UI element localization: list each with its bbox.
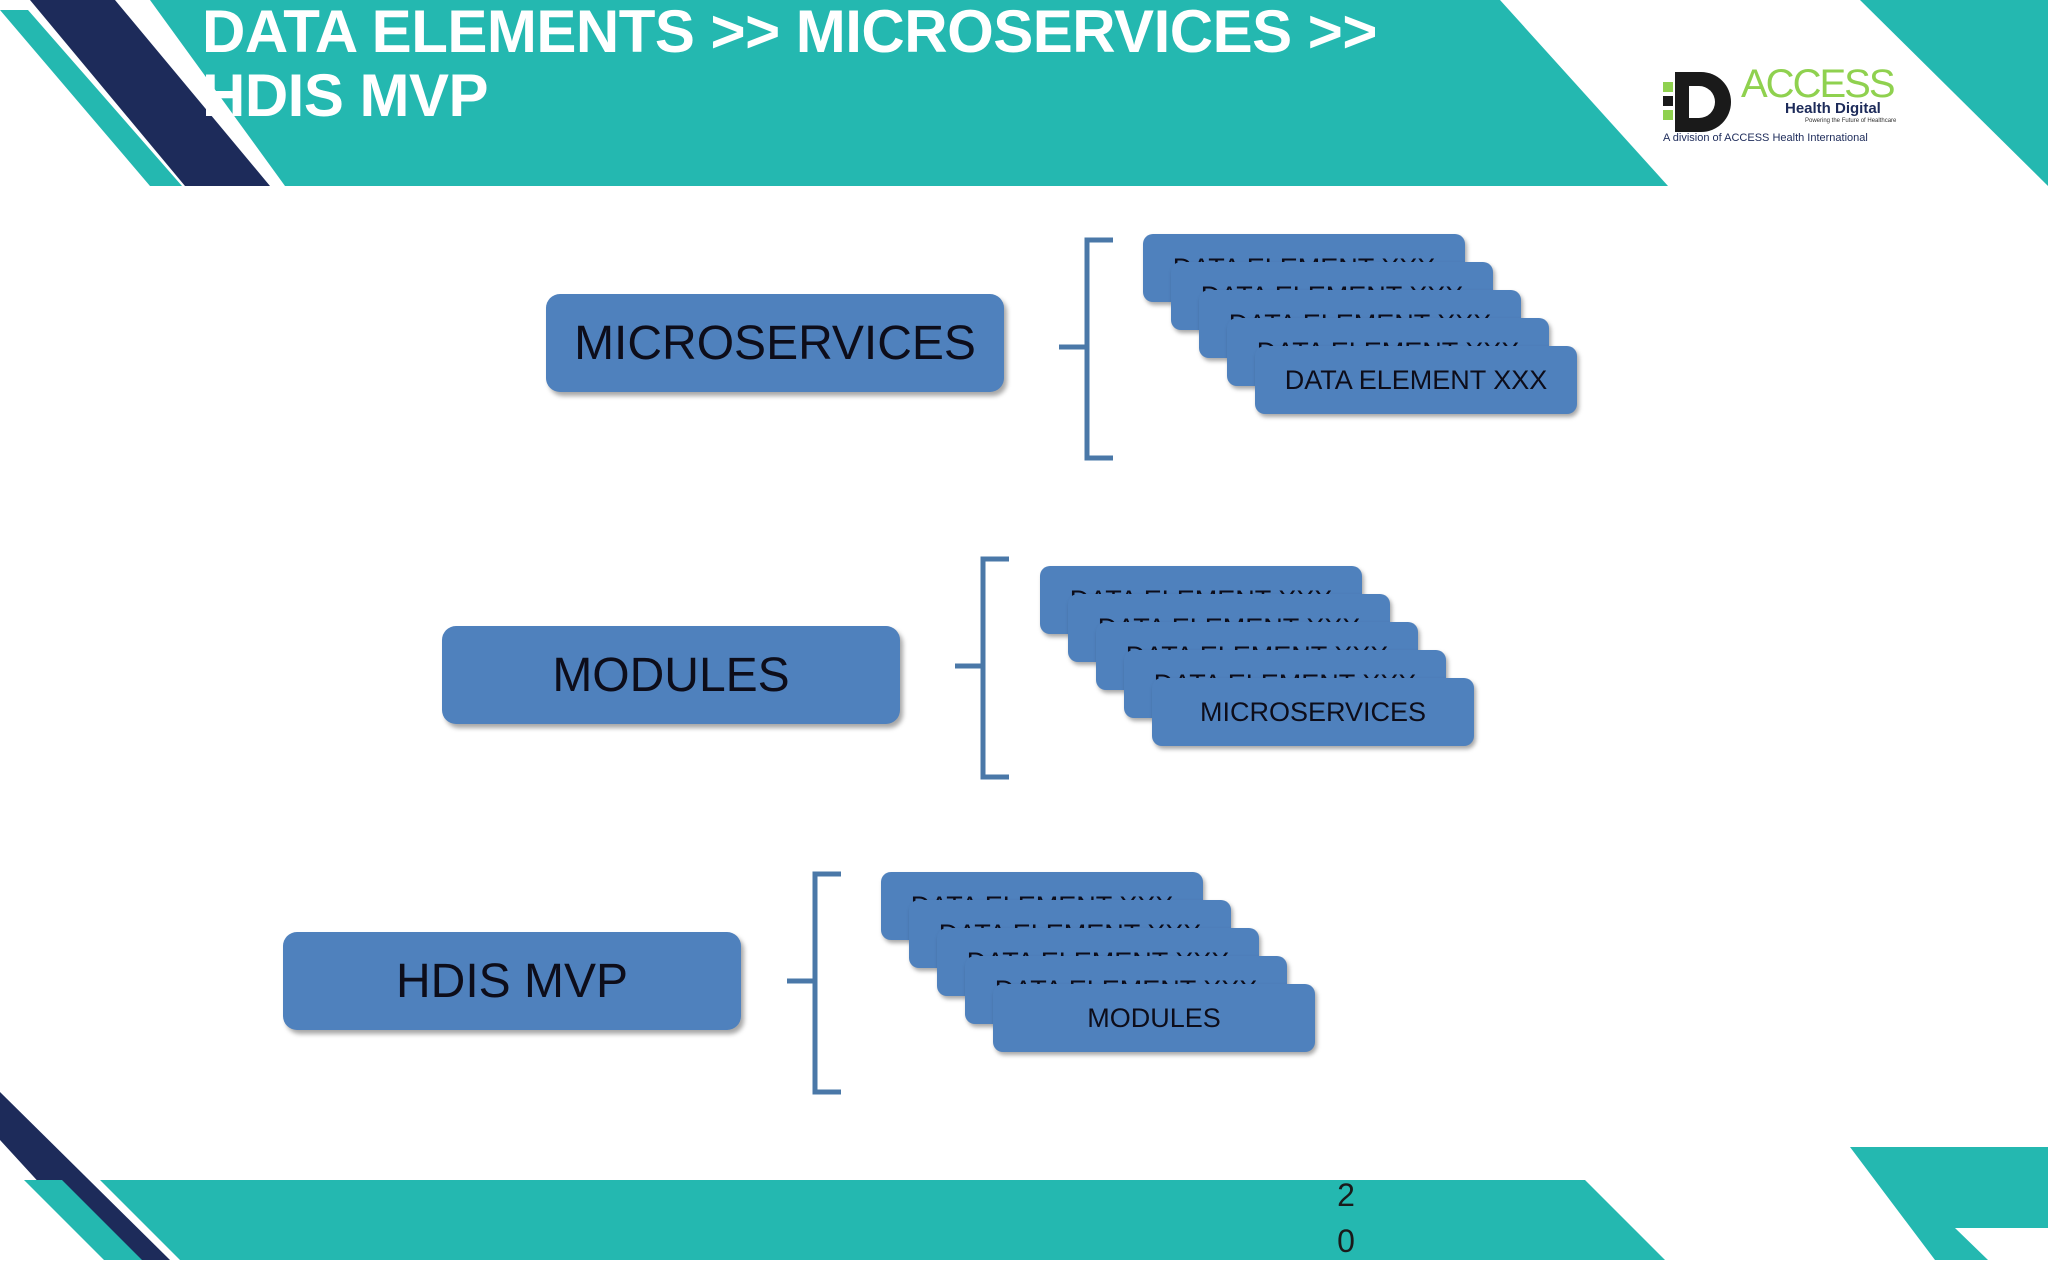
page-number: 20 <box>1337 1177 1355 1259</box>
modules-card: MODULES <box>993 984 1315 1052</box>
header-navy-stripe <box>30 0 270 186</box>
microservices-card: MICROSERVICES <box>1152 678 1474 746</box>
footer-teal-stripe <box>24 1180 142 1260</box>
footer-navy-stripe <box>0 1092 170 1260</box>
header-teal-band <box>150 0 1668 186</box>
modules-box: MODULES <box>442 626 900 724</box>
access-health-digital-logo: ACCESS Health Digital Powering the Futur… <box>1655 60 1915 160</box>
logo-tagline: Powering the Future of Healthcare <box>1805 118 1897 124</box>
corner-teal-shape <box>1860 0 2048 186</box>
footer-corner-shape <box>1850 1147 2048 1260</box>
microservices-bracket <box>1059 237 1113 461</box>
hd-logo-icon <box>1663 72 1731 132</box>
header-teal-stripe <box>0 10 182 186</box>
logo-wordmark: ACCESS <box>1741 62 1895 106</box>
hdis-mvp-bracket <box>787 871 841 1095</box>
logo-subtitle: Health Digital <box>1785 100 1881 117</box>
slide-title: DATA ELEMENTS >> MICROSERVICES >> HDIS M… <box>202 0 1377 129</box>
footer-teal-band <box>100 1180 1665 1260</box>
microservices-box: MICROSERVICES <box>546 294 1004 392</box>
logo-division: A division of ACCESS Health Internationa… <box>1663 132 1868 144</box>
data-element-card: DATA ELEMENT XXX <box>1255 346 1577 414</box>
modules-bracket <box>955 556 1009 780</box>
hdis-mvp-box: HDIS MVP <box>283 932 741 1030</box>
